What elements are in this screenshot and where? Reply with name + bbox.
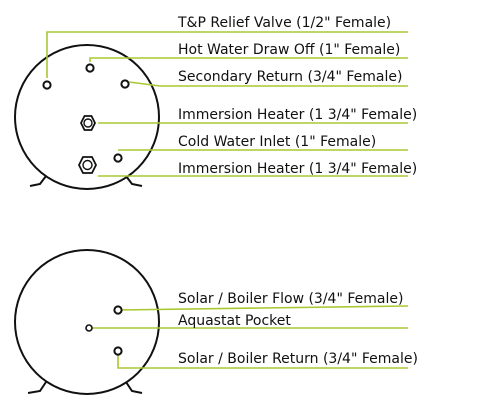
left-foot — [27, 381, 47, 394]
cold-inlet-fitting — [113, 153, 123, 163]
immersion-heater-thread-2 — [82, 159, 93, 171]
leader-lines — [89, 305, 409, 369]
leader-tp-relief — [46, 31, 408, 78]
solar-flow-fitting — [113, 305, 123, 315]
right-foot — [125, 175, 143, 187]
label-secondary-return: Secondary Return (3/4" Female) — [178, 69, 402, 85]
secondary-return-fitting — [120, 79, 130, 89]
leader-lines — [46, 31, 408, 177]
label-cold-water-inlet: Cold Water Inlet (1" Female) — [178, 134, 376, 150]
aquastat-pocket-fitting — [85, 324, 93, 332]
label-solar-boiler-flow: Solar / Boiler Flow (3/4" Female) — [178, 291, 403, 307]
label-aquastat-pocket: Aquastat Pocket — [178, 313, 291, 329]
tank-end — [14, 249, 160, 395]
label-hot-water-draw-off: Hot Water Draw Off (1" Female) — [178, 42, 400, 58]
hot-water-fitting — [85, 63, 95, 73]
leader-secondary-return — [128, 81, 408, 87]
right-foot — [125, 381, 143, 394]
immersion-heater-thread-1 — [83, 118, 93, 128]
leader-solar-return — [117, 351, 408, 369]
label-tp-relief-valve: T&P Relief Valve (1/2" Female) — [177, 15, 391, 31]
label-immersion-heater-2: Immersion Heater (1 3/4" Female) — [178, 161, 417, 177]
solar-return-fitting — [113, 346, 123, 356]
left-foot — [29, 175, 47, 187]
top-cylinder: T&P Relief Valve (1/2" Female) Hot Water… — [14, 15, 417, 190]
label-solar-boiler-return: Solar / Boiler Return (3/4" Female) — [178, 351, 418, 367]
tp-relief-fitting — [42, 80, 52, 90]
leader-solar-flow — [117, 305, 409, 311]
bottom-cylinder: Solar / Boiler Flow (3/4" Female) Aquast… — [14, 249, 418, 395]
label-immersion-heater-1: Immersion Heater (1 3/4" Female) — [178, 107, 417, 123]
leader-hot-water — [89, 57, 408, 62]
